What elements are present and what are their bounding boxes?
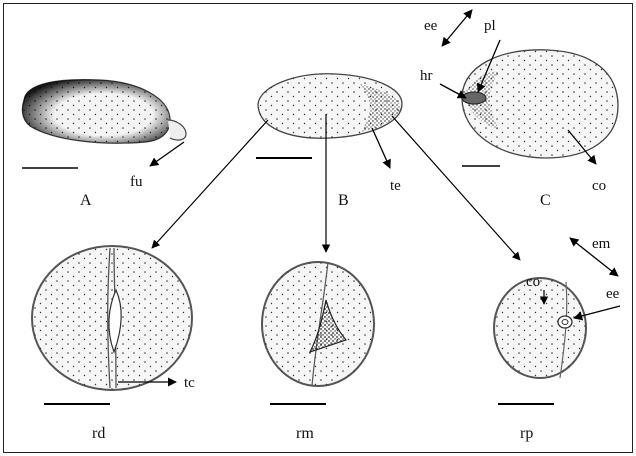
- caption-b: B: [338, 192, 349, 209]
- caption-rd: rd: [92, 425, 105, 442]
- label-co-c: co: [592, 178, 606, 194]
- caption-rp: rp: [520, 425, 533, 442]
- label-ee-rp: ee: [606, 286, 620, 302]
- label-tc: tc: [184, 375, 195, 391]
- label-ee-c: ee: [424, 18, 438, 34]
- label-pl: pl: [484, 18, 496, 34]
- label-co-rp: co: [526, 274, 540, 290]
- label-hr: hr: [420, 68, 433, 84]
- label-fu: fu: [130, 174, 143, 190]
- caption-c: C: [540, 192, 551, 209]
- caption-a: A: [80, 192, 92, 209]
- label-em: em: [592, 236, 611, 252]
- label-te: te: [390, 178, 401, 194]
- caption-rm: rm: [296, 425, 314, 442]
- embryo-rp: [558, 316, 572, 328]
